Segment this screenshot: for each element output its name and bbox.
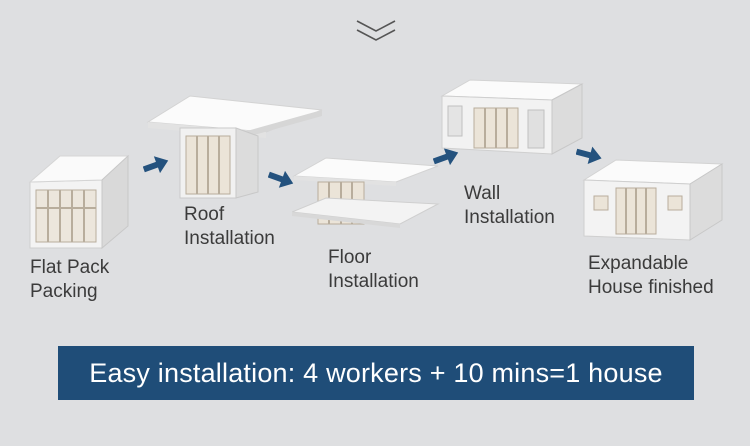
- stage-floor-illustration: [292, 154, 442, 244]
- arrow-right-icon: [143, 156, 169, 174]
- banner-text: Easy installation: 4 workers + 10 mins=1…: [89, 357, 663, 388]
- step-label-roof: Roof Installation: [184, 204, 275, 249]
- installation-banner: Easy installation: 4 workers + 10 mins=1…: [58, 346, 694, 400]
- step-label-wall: Wall Installation: [464, 183, 555, 228]
- arrow-right-icon: [576, 146, 602, 164]
- arrow-right-icon: [268, 170, 294, 188]
- step-label-finished: Expandable House finished: [588, 253, 714, 298]
- stage-roof-illustration: [146, 92, 326, 202]
- arrow-right-icon: [433, 148, 459, 166]
- step-label-flat-pack: Flat Pack Packing: [30, 257, 110, 302]
- stage-flat-pack-illustration: [22, 152, 132, 252]
- step-label-floor: Floor Installation: [328, 247, 419, 292]
- double-chevron-down-icon: [356, 20, 396, 41]
- stage-finished-house-illustration: [582, 158, 727, 244]
- stage-wall-illustration: [440, 78, 585, 160]
